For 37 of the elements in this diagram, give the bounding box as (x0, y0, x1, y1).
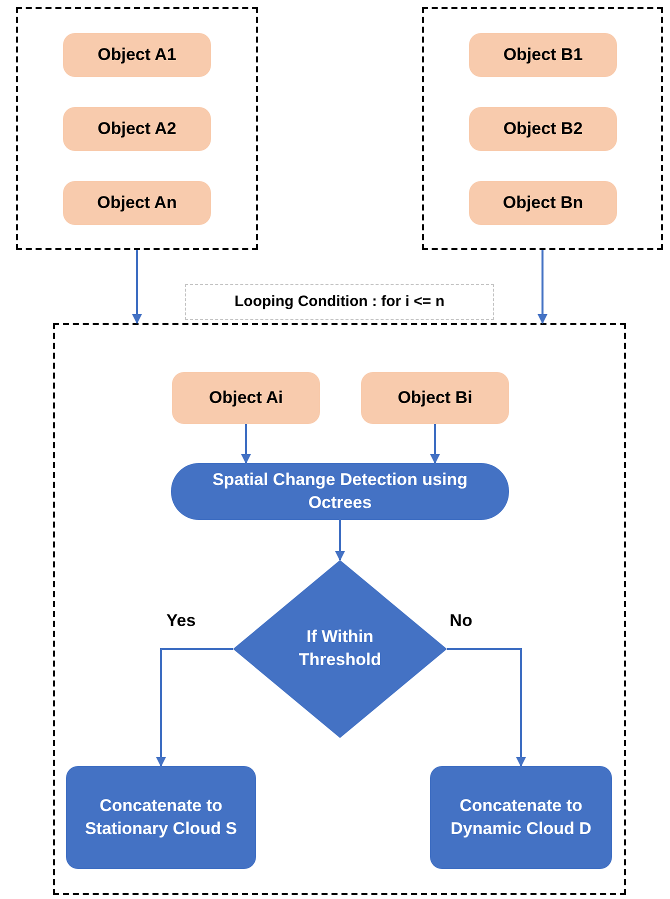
edge-label: No (450, 612, 472, 629)
node-text: Object B1 (502, 44, 584, 66)
arrow (430, 424, 440, 464)
dashed-group-box (16, 7, 258, 250)
object-box (361, 372, 509, 424)
arrow (241, 424, 251, 464)
object-box (469, 33, 617, 77)
node-text: Object A2 (96, 118, 178, 140)
process-box (66, 766, 256, 869)
node-text: If Within Threshold (298, 626, 382, 671)
arrow (156, 648, 233, 767)
object-box (63, 107, 211, 151)
node-text: Object An (96, 192, 178, 214)
arrow (447, 648, 526, 767)
node-text: Spatial Change Detection using Octrees (211, 468, 469, 514)
node-text: Concatenate to Stationary Cloud S (84, 794, 238, 840)
decision-diamond (233, 560, 447, 738)
node-text: Object A1 (96, 44, 178, 66)
dashed-group-box (422, 7, 663, 250)
object-box (172, 372, 320, 424)
node-text: Looping Condition : for i <= n (234, 292, 444, 312)
object-box (469, 181, 617, 225)
object-box (469, 107, 617, 151)
object-box (63, 181, 211, 225)
node-text: Object Bi (396, 386, 474, 409)
condition-label-box (185, 284, 494, 320)
dashed-group-box (53, 323, 626, 895)
node-text: Object Bn (502, 192, 584, 214)
arrow (538, 250, 548, 324)
arrow (335, 520, 345, 561)
node-text: Object B2 (502, 118, 584, 140)
object-box (63, 33, 211, 77)
edge-label: Yes (166, 612, 196, 629)
arrow (132, 250, 142, 324)
node-text: Object Ai (208, 386, 284, 409)
process-box (430, 766, 612, 869)
node-text: Concatenate to Dynamic Cloud D (450, 794, 592, 840)
